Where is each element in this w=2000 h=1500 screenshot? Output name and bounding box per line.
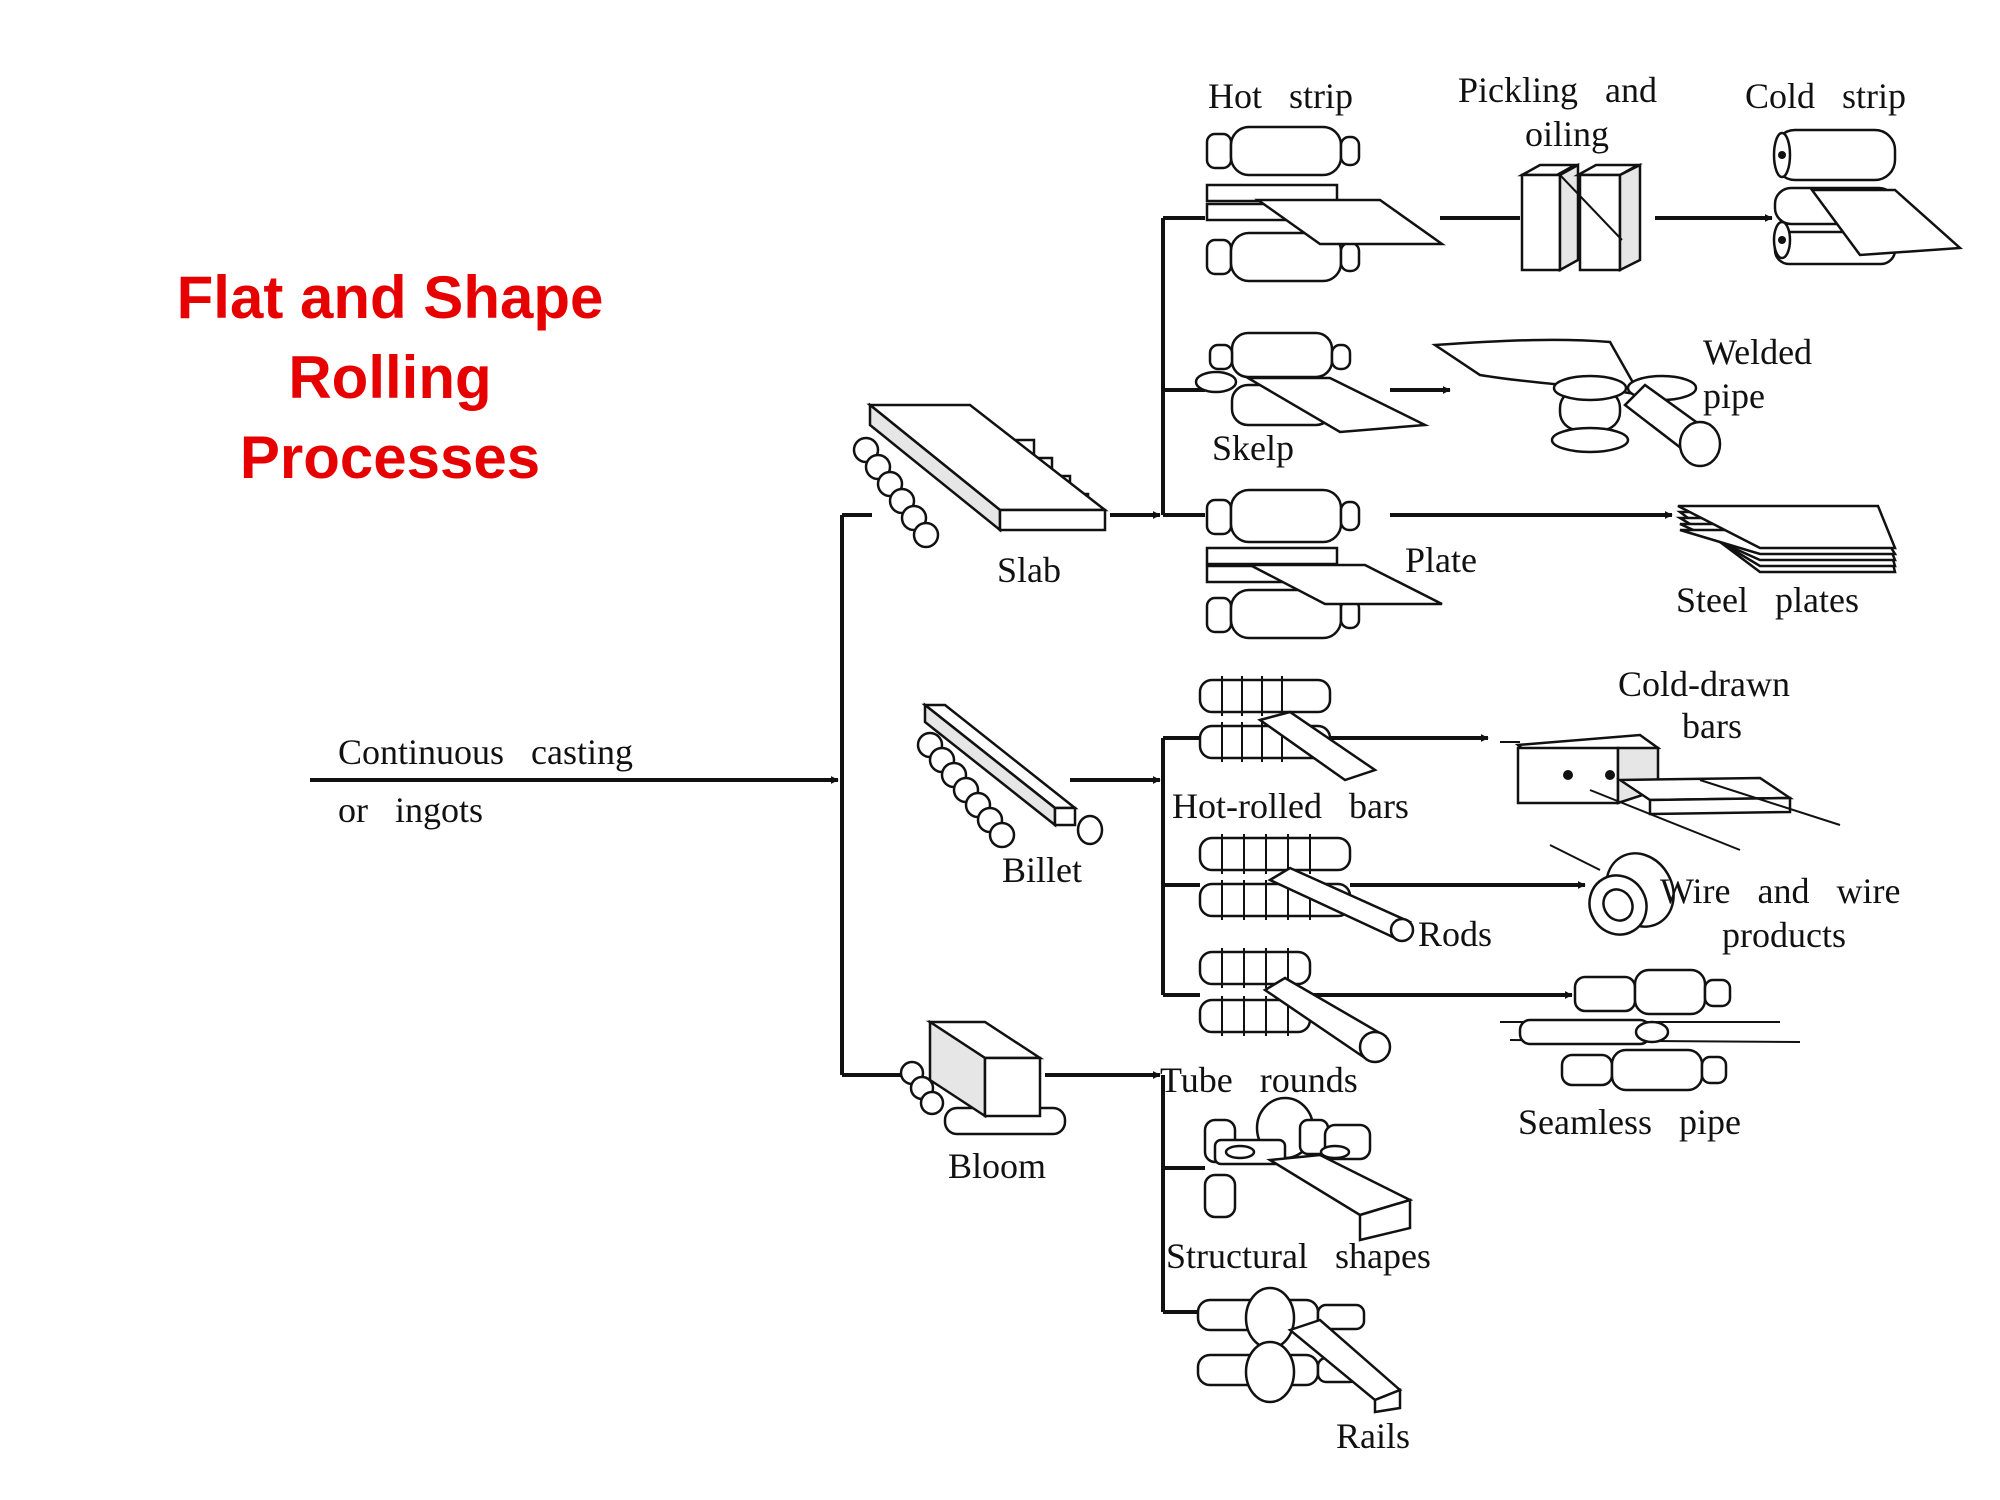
welded-pipe-illustration: [1431, 338, 1722, 468]
label-pickling-line1: Pickling and: [1458, 70, 1657, 110]
label-rods: Rods: [1418, 914, 1492, 954]
label-plate: Plate: [1405, 540, 1477, 580]
rods-mill-illustration: [1198, 834, 1415, 943]
label-cold-strip: Cold strip: [1745, 76, 1906, 116]
title-line-3: Processes: [239, 424, 541, 491]
steel-plates-illustration: [1675, 504, 1898, 574]
label-seamless-pipe: Seamless pipe: [1518, 1102, 1741, 1142]
label-hot-rolled-bars: Hot-rolled bars: [1172, 786, 1409, 826]
label-cold-drawn-line2: bars: [1682, 706, 1742, 746]
slab-illustration: [852, 402, 1109, 549]
tube-rounds-mill-illustration: [1198, 948, 1392, 1064]
cold-strip-illustration: [1772, 128, 1964, 266]
label-hot-strip: Hot strip: [1208, 76, 1353, 116]
labels: Continuous casting or ingots Slab Billet…: [338, 70, 1906, 1456]
title-line-2: Rolling: [288, 344, 492, 411]
title-line-1: Flat and Shape: [176, 264, 604, 331]
wire-coil-illustration: [1549, 844, 1675, 936]
cold-drawn-bars-illustration: [1500, 733, 1841, 851]
skelp-mill-illustration: [1194, 331, 1430, 434]
label-rails: Rails: [1336, 1416, 1410, 1456]
label-wire-line2: products: [1722, 915, 1846, 955]
hot-rolled-bars-mill-illustration: [1198, 676, 1378, 782]
label-source-line2: or ingots: [338, 790, 483, 830]
label-welded-line1: Welded: [1703, 332, 1812, 372]
seamless-pipe-illustration: [1500, 968, 1801, 1092]
plate-mill-illustration: [1205, 488, 1443, 640]
bloom-illustration: [899, 1019, 1067, 1136]
flow-lines: [310, 214, 1773, 1314]
label-steel-plates: Steel plates: [1676, 580, 1859, 620]
label-bloom: Bloom: [948, 1146, 1046, 1186]
label-cold-drawn-line1: Cold-drawn: [1618, 664, 1790, 704]
billet-illustration: [916, 702, 1104, 849]
hot-strip-mill-illustration: [1205, 125, 1446, 283]
label-wire-line1: Wire and wire: [1660, 871, 1900, 911]
label-billet: Billet: [1002, 850, 1082, 890]
label-tube-rounds: Tube rounds: [1160, 1060, 1358, 1100]
pickling-tanks-illustration: [1517, 162, 1643, 273]
label-skelp: Skelp: [1212, 428, 1294, 468]
label-pickling-line2: oiling: [1525, 114, 1609, 154]
label-source-line1: Continuous casting: [338, 732, 633, 772]
structural-shapes-mill-illustration: [1203, 1096, 1414, 1242]
rails-mill-illustration: [1196, 1286, 1403, 1414]
label-slab: Slab: [997, 550, 1061, 590]
label-welded-line2: pipe: [1703, 376, 1765, 416]
label-structural-shapes: Structural shapes: [1166, 1236, 1431, 1276]
